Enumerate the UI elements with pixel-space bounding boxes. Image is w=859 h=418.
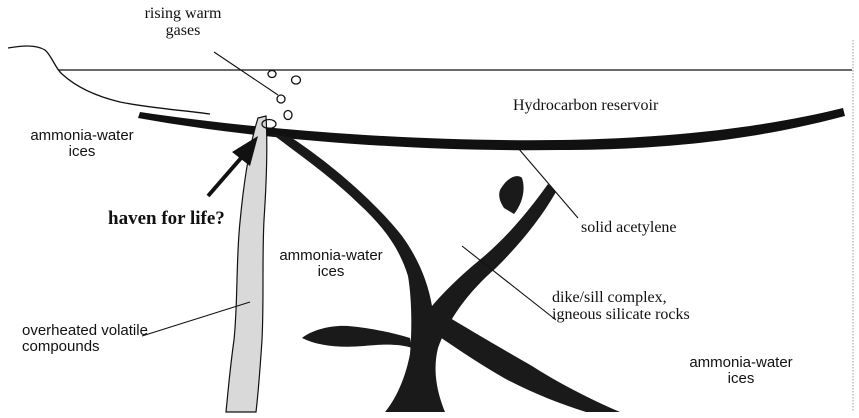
acetylene-leader (518, 148, 578, 218)
acetylene-crust (138, 108, 845, 150)
gas-bubbles (262, 71, 301, 129)
overheated-leader (142, 302, 250, 336)
haven-for-life-label: haven for life? (108, 209, 225, 229)
overheated-volatiles-label: overheated volatile compounds (22, 323, 148, 355)
ammonia-ices-right-label: ammonia-water ices (682, 355, 800, 387)
coastline (8, 46, 210, 114)
dike-sill-label: dike/sill complex, igneous silicate rock… (552, 290, 690, 324)
rising-gases-label: rising warm gases (138, 6, 228, 40)
ammonia-ices-left-label: ammonia-water ices (26, 128, 138, 160)
reservoir-label: Hydrocarbon reservoir (513, 98, 658, 115)
ammonia-ices-center-label: ammonia-water ices (272, 248, 390, 280)
solid-acetylene-label: solid acetylene (581, 220, 677, 237)
